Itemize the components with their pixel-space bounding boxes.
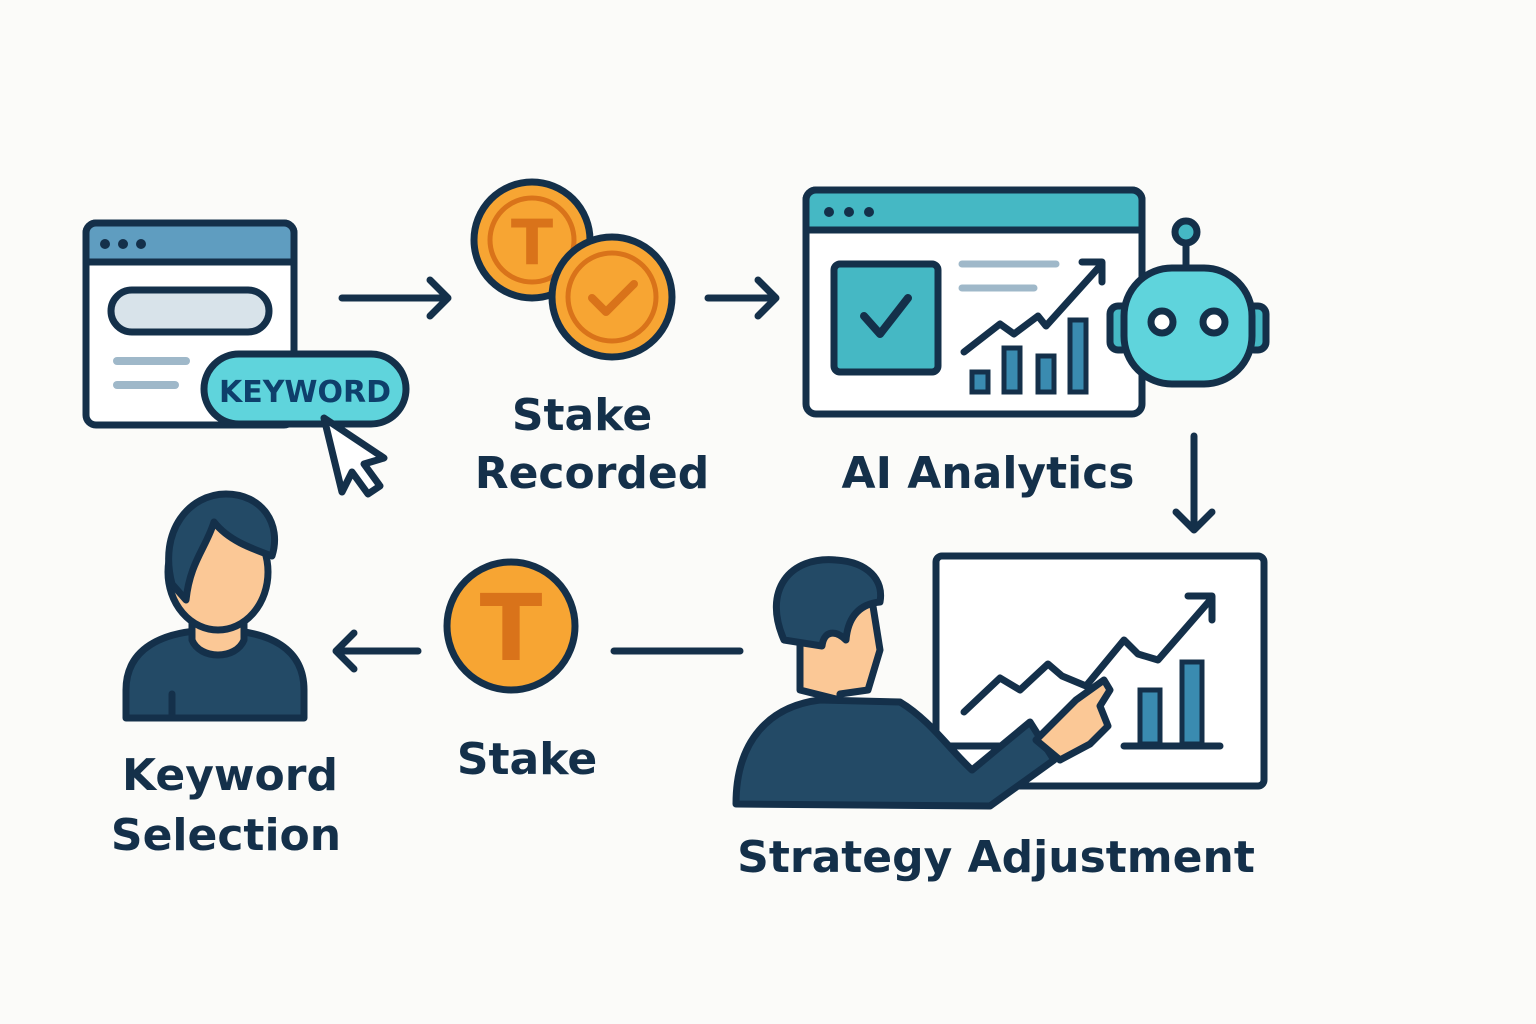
keyword-selection-label-line2: Selection (111, 810, 341, 861)
browser-window-icon (82, 219, 298, 429)
analytics-window-icon (802, 186, 1146, 418)
presenter-person-icon (732, 556, 1114, 810)
coin-letter: T (480, 575, 543, 682)
ai-analytics-label: AI Analytics (842, 448, 1135, 499)
strategy-adjustment-label: Strategy Adjustment (737, 832, 1255, 883)
stake-recorded-label-line1: Stake (512, 390, 652, 441)
arrow-right-icon (338, 276, 452, 320)
coin-letter: T (511, 206, 553, 279)
coin-t-icon: T (443, 558, 579, 694)
keyword-badge-text: KEYWORD (219, 375, 391, 410)
arrow-down-icon (1172, 432, 1216, 534)
user-person-icon (122, 490, 308, 722)
cursor-icon (320, 414, 388, 498)
presentation-board-icon (932, 552, 1268, 790)
arrow-right-icon (704, 276, 780, 320)
coin-check-icon (548, 233, 676, 361)
keyword-badge: KEYWORD (200, 350, 410, 428)
stake-recorded-label-line2: Recorded (475, 448, 710, 499)
stake-label: Stake (457, 734, 597, 785)
arrow-left-icon (332, 629, 422, 673)
keyword-selection-label-line1: Keyword (122, 750, 338, 801)
robot-icon (1106, 217, 1270, 388)
